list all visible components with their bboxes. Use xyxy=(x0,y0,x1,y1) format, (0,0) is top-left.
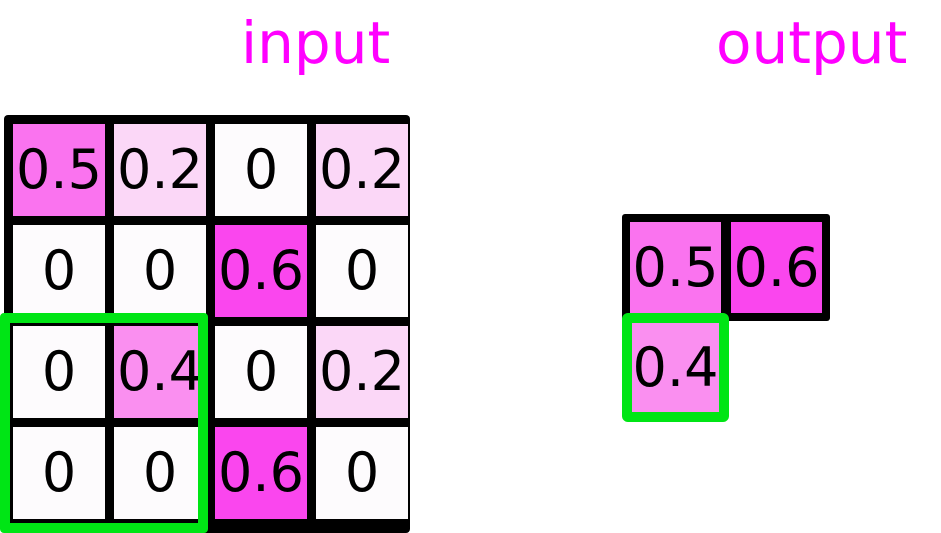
output-cell-r0c0[interactable]: 0.5 xyxy=(622,214,729,321)
output-panel-title: output xyxy=(716,9,908,77)
input-cell-r1c3[interactable]: 0 xyxy=(316,225,408,317)
input-grid: 0.5 0.2 0 0.2 0 0 0.6 0 0 0.4 0 0.2 0 0 … xyxy=(4,115,410,533)
output-cell-r0c1[interactable]: 0.6 xyxy=(723,214,830,321)
input-cell-r1c0[interactable]: 0 xyxy=(13,225,105,317)
input-cell-r3c1[interactable]: 0 xyxy=(114,427,206,519)
output-cell-r0c0-label: 0.5 xyxy=(630,222,721,313)
input-cell-r0c1[interactable]: 0.2 xyxy=(114,124,206,216)
output-grid: 0.5 0.6 xyxy=(622,214,830,422)
input-cell-r1c2[interactable]: 0.6 xyxy=(215,225,307,317)
input-cell-r3c2[interactable]: 0.6 xyxy=(215,427,307,519)
input-cell-r2c0[interactable]: 0 xyxy=(13,326,105,418)
input-cell-r2c2[interactable]: 0 xyxy=(215,326,307,418)
input-cell-r0c2[interactable]: 0 xyxy=(215,124,307,216)
input-cell-r0c0[interactable]: 0.5 xyxy=(13,124,105,216)
input-cell-r3c0[interactable]: 0 xyxy=(13,427,105,519)
input-cell-r0c3[interactable]: 0.2 xyxy=(316,124,408,216)
input-cell-r3c3[interactable]: 0 xyxy=(316,427,408,519)
input-cell-r2c3[interactable]: 0.2 xyxy=(316,326,408,418)
output-cell-r0c1-label: 0.6 xyxy=(731,222,822,313)
input-cell-r1c1[interactable]: 0 xyxy=(114,225,206,317)
input-panel-title: input xyxy=(241,9,391,77)
input-cell-r2c1[interactable]: 0.4 xyxy=(114,326,206,418)
